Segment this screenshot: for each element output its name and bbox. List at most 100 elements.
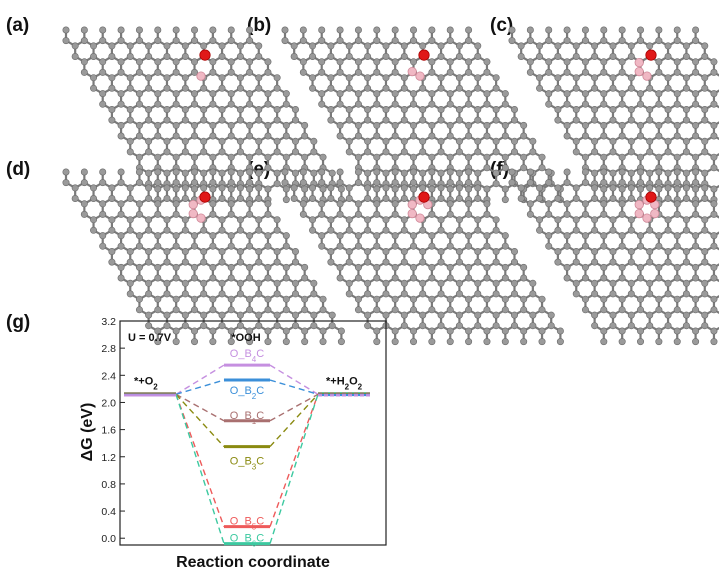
carbon-atom — [437, 169, 445, 177]
carbon-atom — [62, 168, 70, 176]
dopant-site — [196, 49, 211, 81]
carbon-atom — [172, 121, 180, 129]
carbon-atom — [71, 195, 79, 203]
carbon-atom — [99, 168, 107, 176]
carbon-atom — [581, 200, 589, 208]
carbon-atom — [501, 306, 509, 314]
carbon-atom — [501, 121, 509, 129]
carbon-atom — [637, 327, 645, 335]
carbon-atom — [181, 42, 189, 50]
carbon-atom — [646, 311, 654, 319]
carbon-atom — [664, 322, 672, 330]
carbon-atom — [710, 153, 718, 161]
carbon-atom — [255, 84, 263, 92]
carbon-atom — [581, 153, 589, 161]
boron-atom — [642, 71, 652, 81]
connector-right — [269, 394, 319, 527]
carbon-atom — [382, 116, 390, 124]
carbon-atom — [299, 58, 307, 66]
carbon-atom — [655, 327, 663, 335]
carbon-atom — [492, 84, 500, 92]
carbon-atom — [673, 58, 681, 66]
carbon-atom — [126, 74, 134, 82]
carbon-atom — [419, 116, 427, 124]
carbon-atom — [154, 263, 162, 271]
carbon-atom — [455, 42, 463, 50]
carbon-atom — [545, 200, 553, 208]
carbon-atom — [446, 338, 454, 346]
carbon-atom — [364, 169, 372, 177]
carbon-atom — [520, 121, 528, 129]
boron-atom — [407, 200, 417, 210]
carbon-atom — [701, 148, 709, 156]
carbon-atom — [135, 242, 143, 250]
carbon-atom — [655, 168, 663, 176]
carbon-atom — [609, 84, 617, 92]
carbon-atom — [163, 116, 171, 124]
carbon-atom — [609, 148, 617, 156]
carbon-atom — [154, 306, 162, 314]
carbon-atom — [71, 184, 79, 192]
carbon-atom — [99, 242, 107, 250]
carbon-atom — [492, 106, 500, 114]
carbon-atom — [299, 200, 307, 208]
carbon-atom — [600, 26, 608, 34]
carbon-atom — [200, 84, 208, 92]
carbon-atom — [218, 106, 226, 114]
carbon-atom — [682, 226, 690, 234]
carbon-atom — [465, 121, 473, 129]
carbon-atom — [428, 58, 436, 66]
carbon-atom — [419, 258, 427, 266]
carbon-atom — [673, 306, 681, 314]
carbon-atom — [600, 338, 608, 346]
carbon-atom — [529, 137, 537, 145]
carbon-atom — [246, 121, 254, 129]
carbon-atom — [273, 248, 281, 256]
carbon-atom — [474, 279, 482, 287]
carbon-atom — [437, 322, 445, 330]
carbon-atom — [227, 26, 235, 34]
carbon-atom — [310, 169, 318, 177]
carbon-atom — [618, 327, 626, 335]
carbon-atom — [554, 184, 562, 192]
carbon-atom — [529, 311, 537, 319]
carbon-atom — [554, 216, 562, 224]
carbon-atom — [609, 226, 617, 234]
carbon-atom — [301, 338, 309, 346]
carbon-atom — [391, 68, 399, 76]
carbon-atom — [62, 26, 70, 34]
carbon-atom — [501, 196, 509, 204]
carbon-atom — [382, 106, 390, 114]
carbon-atom — [483, 58, 491, 66]
carbon-atom — [154, 179, 162, 187]
carbon-atom — [682, 52, 690, 60]
carbon-atom — [227, 200, 235, 208]
carbon-atom — [646, 279, 654, 287]
x-axis-label: Reaction coordinate — [176, 554, 330, 571]
carbon-atom — [701, 216, 709, 224]
carbon-atom — [246, 185, 254, 193]
carbon-atom — [609, 279, 617, 287]
boron-atom — [642, 213, 652, 223]
carbon-atom — [227, 306, 235, 314]
carbon-atom — [627, 290, 635, 298]
carbon-atom — [682, 116, 690, 124]
carbon-atom — [135, 90, 143, 98]
carbon-atom — [209, 168, 217, 176]
carbon-atom — [282, 295, 290, 303]
carbon-atom — [682, 279, 690, 287]
carbon-atom — [273, 180, 281, 188]
carbon-atom — [483, 121, 491, 129]
carbon-atom — [591, 42, 599, 50]
pathway-connectors — [175, 364, 319, 544]
carbon-atom — [391, 306, 399, 314]
carbon-atom — [600, 327, 608, 335]
carbon-atom — [600, 153, 608, 161]
carbon-atom — [373, 263, 381, 271]
carbon-atom — [301, 327, 309, 335]
carbon-atom — [364, 74, 372, 82]
carbon-atom — [327, 74, 335, 82]
carbon-atom — [209, 210, 217, 218]
carbon-atom — [428, 338, 436, 346]
carbon-atom — [554, 258, 562, 266]
